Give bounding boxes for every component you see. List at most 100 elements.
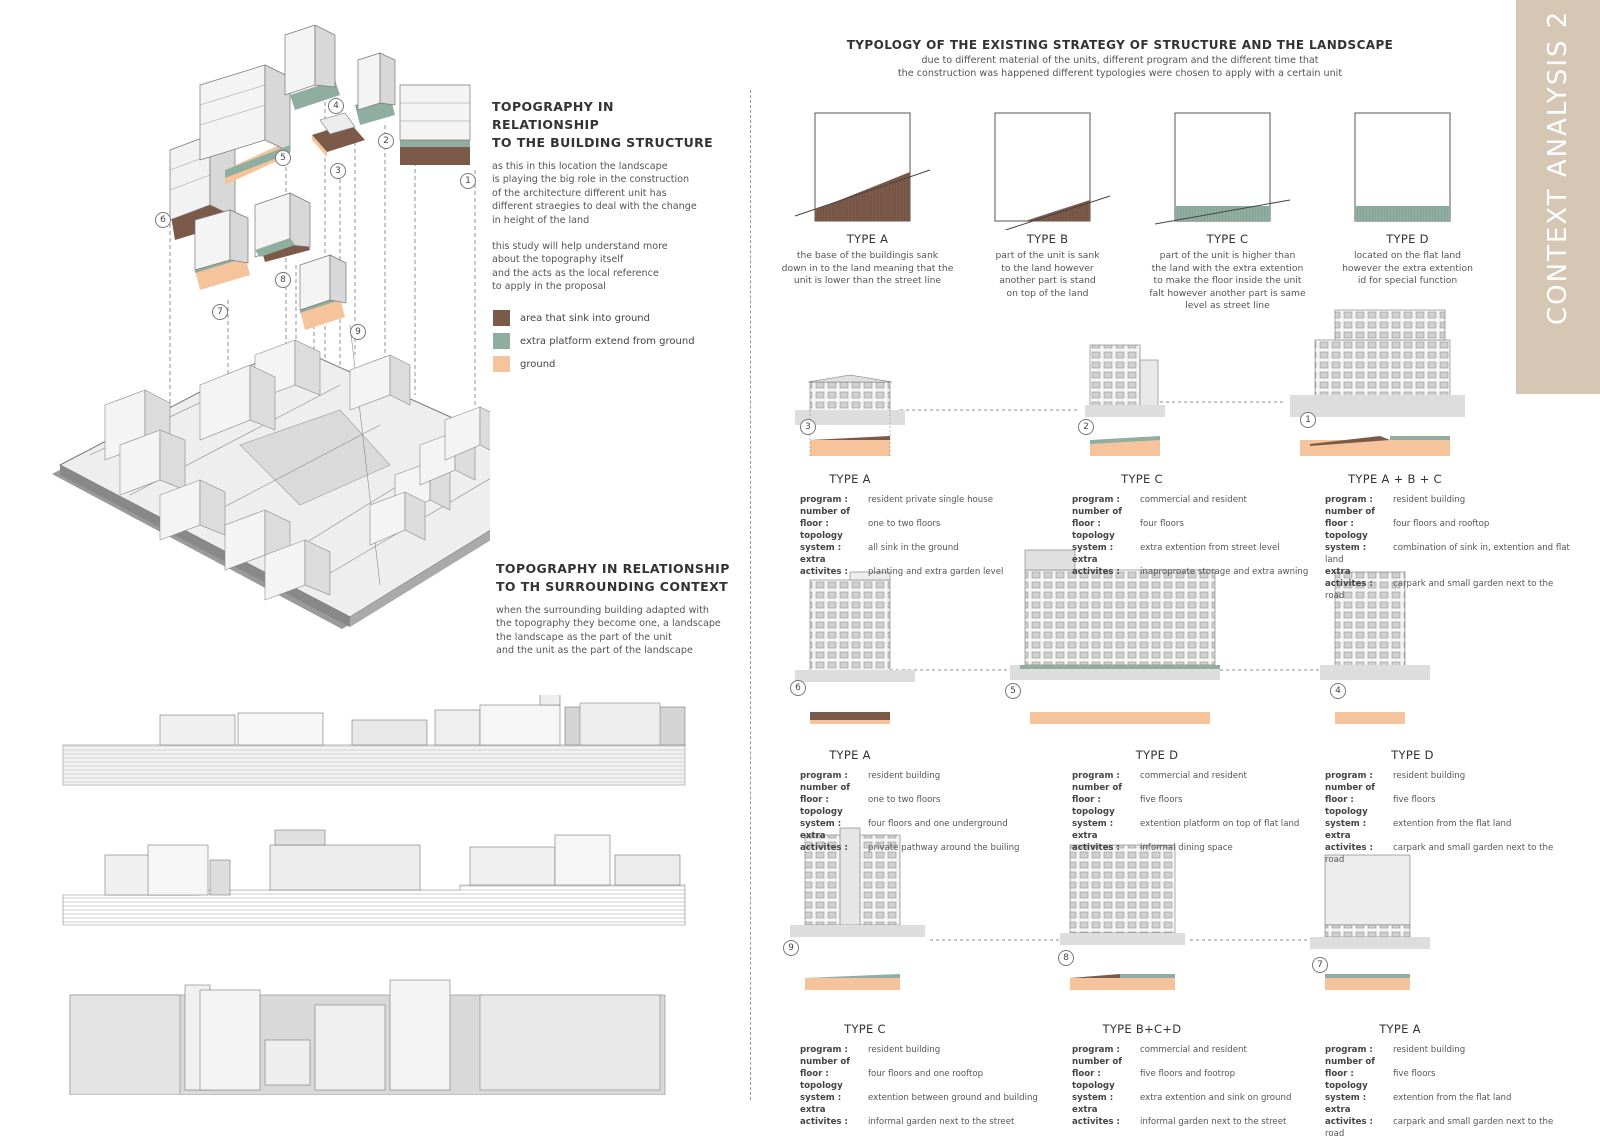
- unit-2: [355, 52, 396, 125]
- unit-number-badge: 6: [155, 212, 171, 228]
- unit-number-badge: 2: [1078, 419, 1094, 435]
- paragraph-line: in height of the land: [492, 214, 590, 226]
- unit-6-info: TYPE A program :resident building number…: [800, 748, 1040, 854]
- paragraph-line: as this in this location the landscape: [492, 161, 668, 172]
- info-value: informal garden next to the street: [868, 1117, 1015, 1127]
- info-key: extra activites :: [800, 1105, 848, 1127]
- paragraph-line: the topography they become one, a landsc…: [496, 618, 721, 630]
- unit-number-badge: 9: [350, 324, 366, 340]
- info-key: program :: [1325, 495, 1373, 505]
- unit-8-info: TYPE B+C+D program :commercial and resid…: [1072, 1022, 1312, 1128]
- description-line: falt however another part is same: [1149, 287, 1306, 299]
- unit-number-badge: 1: [460, 173, 476, 189]
- unit-number-badge: 4: [328, 98, 344, 114]
- info-value: five floors: [1393, 795, 1436, 805]
- info-key: extra activites :: [1325, 1105, 1373, 1127]
- unit-7-info: TYPE A program :resident building number…: [1325, 1022, 1570, 1140]
- paragraph-line: and the unit as the part of the landscap…: [496, 645, 693, 657]
- paragraph-line: to apply in the proposal: [492, 281, 606, 293]
- info-value: four floors and one rooftop: [868, 1069, 984, 1079]
- info-value: informal dining space: [1140, 843, 1233, 853]
- info-value: resident building: [868, 771, 941, 781]
- unit-number-badge: 7: [1312, 957, 1328, 973]
- info-value: extention between ground and building: [868, 1093, 1038, 1103]
- legend-label: ground: [520, 358, 556, 370]
- section-paragraph: as this in this location the landscape i…: [492, 160, 722, 227]
- elevation-unit-8: [1060, 844, 1185, 990]
- info-key: topology system :: [1072, 807, 1115, 829]
- info-key: extra activites :: [1325, 831, 1373, 853]
- info-key: program :: [1325, 771, 1373, 781]
- legend-swatch: [493, 356, 510, 372]
- info-value: extention platform on top of flat land: [1140, 819, 1300, 829]
- description-line: located on the flat land: [1353, 250, 1461, 261]
- elevation-unit-6: [795, 571, 915, 724]
- unit-8: [254, 192, 311, 262]
- unit-type-title: TYPE D: [1391, 748, 1434, 762]
- info-value: carpark and small garden next to the roa…: [1325, 843, 1554, 865]
- info-key: extra activites :: [800, 555, 848, 577]
- info-key: number of floor :: [1325, 1057, 1376, 1079]
- info-key: program :: [1072, 1045, 1120, 1055]
- central-plaza: [239, 409, 391, 506]
- unit-number-badge: 5: [1005, 683, 1021, 699]
- paragraph-line: is playing the big role in the construct…: [492, 174, 690, 186]
- type-b-diagram: [994, 112, 1111, 230]
- paragraph-line: about the topography itself: [492, 254, 624, 266]
- unit-type-title: TYPE A + B + C: [1348, 472, 1442, 486]
- info-key: number of floor :: [1072, 507, 1123, 529]
- unit-number-badge: 3: [800, 419, 816, 435]
- info-value: resident building: [868, 1045, 941, 1055]
- type-description: part of the unit is sank to the land how…: [960, 250, 1135, 300]
- elevation-unit-2: [1085, 344, 1165, 456]
- info-key: program :: [800, 1045, 848, 1055]
- info-value: one to two floors: [868, 795, 941, 805]
- context-buildings: [104, 339, 490, 601]
- elevation-unit-5: [1010, 549, 1220, 724]
- section-heading: TOPOGRAPHY IN RELATIONSHIP: [496, 561, 730, 576]
- unit-number-badge: 9: [783, 940, 799, 956]
- info-value: resident building: [1393, 495, 1466, 505]
- description-line: to make the floor inside the unit: [1153, 275, 1302, 287]
- sidebar-banner: CONTEXT ANALYSIS 2: [1516, 0, 1600, 394]
- info-value: extention from the flat land: [1393, 1093, 1512, 1103]
- info-key: topology system :: [1072, 1081, 1115, 1103]
- type-a-diagram: [794, 112, 931, 222]
- topography-context-section: TOPOGRAPHY IN RELATIONSHIP TO TH SURROUN…: [496, 560, 736, 658]
- elevation-unit-1: [1290, 309, 1465, 456]
- info-key: extra activites :: [1072, 1105, 1120, 1127]
- legend-label: extra platform extend from ground: [520, 335, 695, 347]
- street-elevations: [62, 695, 686, 1095]
- type-d-block: TYPE D located on the flat land however …: [1320, 232, 1495, 288]
- unit-4-info: TYPE D program :resident building number…: [1325, 748, 1570, 866]
- elevation-unit-3: [795, 374, 905, 456]
- legend-swatch: [493, 333, 510, 349]
- info-key: number of floor :: [1072, 783, 1123, 805]
- info-value: combination of sink in, extention and fl…: [1325, 543, 1570, 565]
- info-value: resident private single house: [868, 495, 993, 505]
- section-heading: TO THE BUILDING STRUCTURE: [492, 135, 714, 150]
- unit-number-badge: 8: [275, 272, 291, 288]
- info-key: extra activites :: [1072, 555, 1120, 577]
- type-diagrams: [794, 112, 1451, 230]
- typology-header: TYPOLOGY OF THE EXISTING STRATEGY OF STR…: [820, 36, 1420, 81]
- page-divider: [750, 90, 751, 1100]
- info-value: all sink in the ground: [868, 543, 959, 553]
- unit-type-title: TYPE A: [829, 472, 871, 486]
- info-key: topology system :: [1072, 531, 1115, 553]
- unit-type-title: TYPE D: [1135, 748, 1179, 762]
- unit-4: [284, 25, 340, 110]
- info-key: program :: [800, 495, 848, 505]
- info-key: program :: [800, 771, 848, 781]
- info-value: informal garden next to the street: [1140, 1117, 1287, 1127]
- unit-type-title: TYPE A: [1379, 1022, 1421, 1036]
- unit-5: [199, 64, 291, 185]
- info-key: number of floor :: [1325, 507, 1376, 529]
- paragraph-line: different straegies to deal with the cha…: [492, 201, 697, 213]
- info-value: planting and extra garden level: [868, 567, 1004, 577]
- type-c-diagram: [1154, 112, 1291, 225]
- unit-number-badge: 4: [1330, 683, 1346, 699]
- unit-1-info: TYPE A + B + C program : resident buildin…: [1325, 472, 1570, 602]
- info-key: topology system :: [1325, 807, 1368, 829]
- description-line: part of the unit is sank: [995, 250, 1100, 261]
